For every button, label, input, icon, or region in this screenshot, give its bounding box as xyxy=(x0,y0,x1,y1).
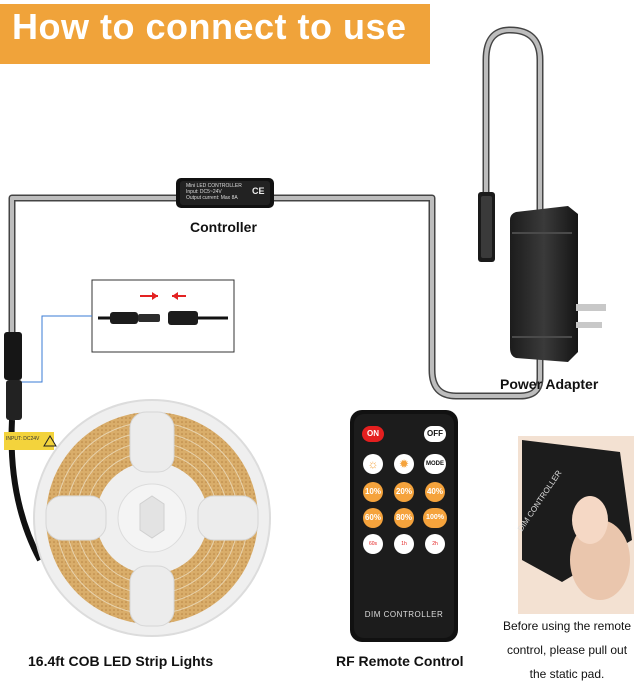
controller-line-1: Mini LED CONTROLLER xyxy=(186,183,242,189)
on-button[interactable]: ON xyxy=(362,426,384,442)
remote-buttons: ON OFF ☼ ✹ MODE 10% 20% 40% 60% 80% 100%… xyxy=(350,410,458,642)
led-strip-reel-icon xyxy=(33,399,271,637)
note-line-1: Before using the remote xyxy=(502,619,632,633)
title-banner xyxy=(0,4,430,64)
controller-device xyxy=(176,178,274,208)
timer-icon: 1h xyxy=(401,541,407,547)
remote-photo-image xyxy=(518,436,634,614)
page-title: How to connect to use xyxy=(12,6,407,47)
timer-2h-button[interactable]: 2h xyxy=(425,534,445,554)
brightness-up-button[interactable]: ✹ xyxy=(394,454,414,474)
controller-label: Controller xyxy=(190,219,257,235)
controller-device-label: Mini LED CONTROLLER Input: DC5~24V Outpu… xyxy=(186,183,242,201)
dim-60-button[interactable]: 60% xyxy=(363,508,383,528)
dim-80-button[interactable]: 80% xyxy=(394,508,414,528)
brightness-down-button[interactable]: ☼ xyxy=(363,454,383,474)
ce-mark: CE xyxy=(252,186,265,196)
note-line-2: control, please pull out xyxy=(506,643,628,657)
timer-icon: 60s xyxy=(368,541,378,547)
timer-1h-button[interactable]: 1h xyxy=(394,534,414,554)
strip-label: 16.4ft COB LED Strip Lights xyxy=(28,653,214,669)
controller-line-3: Output current: Max 8A xyxy=(186,195,238,201)
remote-brand-label: DIM CONTROLLER xyxy=(364,610,444,619)
mode-button[interactable]: MODE xyxy=(424,454,446,474)
remote-label: RF Remote Control xyxy=(336,653,464,669)
connector-inset xyxy=(91,279,235,353)
dim-20-button[interactable]: 20% xyxy=(394,482,414,502)
strip-tag-text: INPUT: DC24V xyxy=(6,436,40,442)
sun-bright-icon: ✹ xyxy=(398,457,410,471)
power-adapter-label: Power Adapter xyxy=(500,376,599,392)
timer-icon: 2h xyxy=(432,541,438,547)
dim-40-button[interactable]: 40% xyxy=(425,482,445,502)
controller-line-2: Input: DC5~24V xyxy=(186,189,222,195)
cable xyxy=(8,26,544,400)
off-button[interactable]: OFF xyxy=(424,426,446,442)
dim-100-button[interactable]: 100% xyxy=(423,508,447,528)
static-pad-note: Before using the remote control, please … xyxy=(494,614,640,686)
timer-60s-button[interactable]: 60s xyxy=(363,534,383,554)
dim-10-button[interactable]: 10% xyxy=(363,482,383,502)
note-line-3: the static pad. xyxy=(529,667,605,681)
dc-jack-icon xyxy=(478,192,495,262)
sun-dim-icon: ☼ xyxy=(367,457,379,471)
input-tag xyxy=(4,432,57,450)
power-adapter-icon xyxy=(510,206,606,362)
